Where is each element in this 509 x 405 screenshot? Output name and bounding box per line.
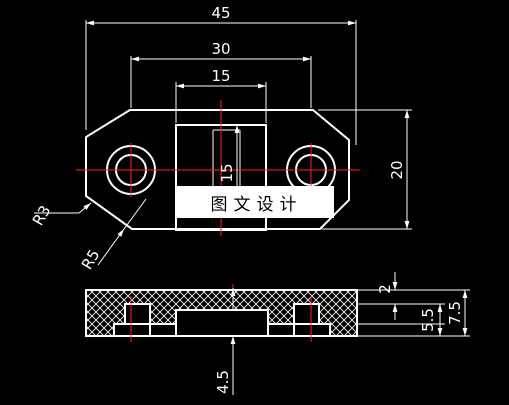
dim-text-slot-height: 15 [218, 163, 236, 182]
section-view [85, 289, 358, 337]
dim-text-4-5: 4.5 [214, 370, 232, 394]
section-voids [113, 303, 331, 337]
dim-text-30: 30 [211, 40, 230, 58]
dim-text-5-5: 5.5 [419, 308, 437, 332]
dim-text-7-5: 7.5 [446, 301, 464, 325]
top-dimensions [34, 20, 412, 266]
dim-text-15: 15 [211, 67, 230, 85]
body-outline [85, 109, 350, 230]
section-dimensions [230, 272, 470, 395]
dim-text-r5: R5 [78, 246, 104, 272]
watermark-label: 图文设计 [175, 186, 334, 218]
leader-r5 [97, 228, 125, 266]
dim-text-r3: R3 [29, 202, 55, 228]
dim-text-45: 45 [211, 4, 230, 22]
dim-text-2: 2 [376, 284, 394, 294]
dim-text-20: 20 [388, 160, 406, 179]
